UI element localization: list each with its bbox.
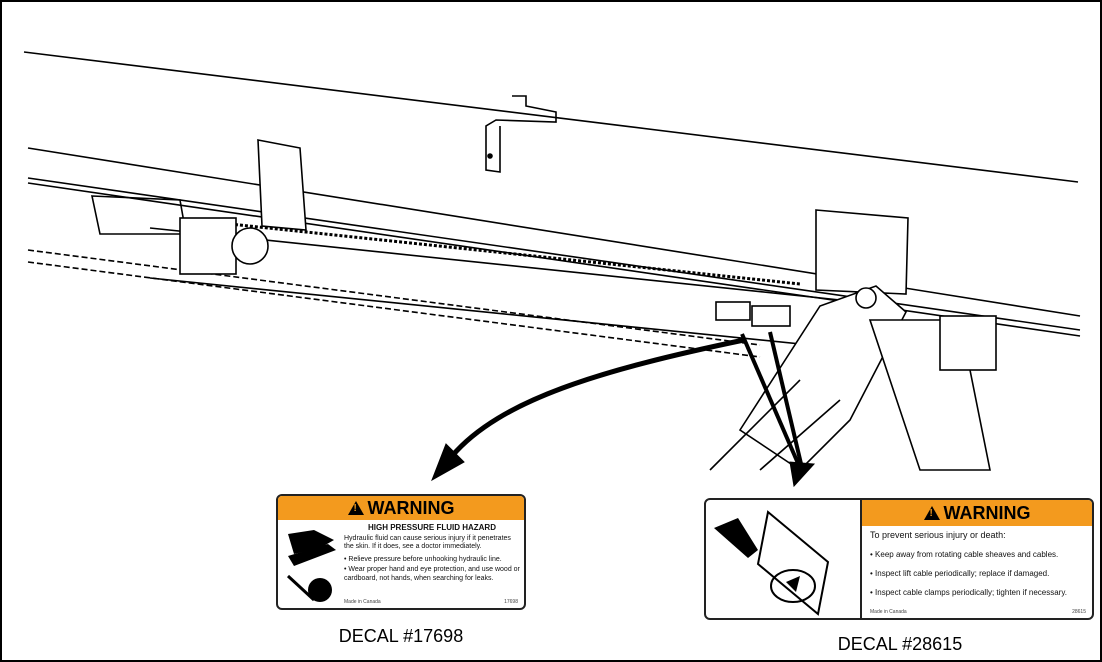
- arrow-line-b: [768, 331, 804, 469]
- decal-28615-number: 28615: [1072, 609, 1086, 615]
- decal-28615-bullet-3: • Inspect cable clamps periodically; tig…: [870, 588, 1067, 597]
- arm-pivot-bolt: [855, 287, 877, 309]
- support-line-2: [759, 399, 841, 471]
- warning-triangle-icon: [923, 506, 940, 520]
- left-clip: [257, 139, 307, 231]
- arrow-line-a: [740, 333, 802, 469]
- chain-line-2: [27, 261, 761, 358]
- decal-17698-body: Hydraulic fluid can cause serious injury…: [344, 534, 511, 551]
- slat-rail: [229, 222, 801, 286]
- left-hub: [231, 227, 269, 265]
- rear-block: [939, 315, 997, 371]
- decal-17698-bullet-1: • Relieve pressure before unhooking hydr…: [344, 555, 502, 563]
- decal-28615-banner: WARNING: [862, 500, 1092, 526]
- warning-triangle-icon: [347, 501, 364, 515]
- decal-17698-caption: DECAL #17698: [338, 626, 464, 646]
- decal-17698-bullet-2: • Wear proper hand and eye protection, a…: [344, 566, 520, 582]
- left-mount: [91, 195, 187, 235]
- arrow-head-right: [789, 461, 816, 488]
- decal-17698-origin: Made in Canada: [344, 599, 381, 605]
- tube-bottom: [149, 277, 841, 349]
- left-bearing-block: [179, 217, 237, 275]
- cable-sheave-icon: [714, 510, 830, 616]
- decal-location-1: [715, 301, 751, 321]
- decal-28615-bullet-2: • Inspect lift cable periodically; repla…: [870, 569, 1050, 578]
- hydraulic-leak-icon: [286, 530, 336, 602]
- right-clip: [815, 209, 909, 295]
- decal-28615: WARNING To prevent serious injury or dea…: [704, 498, 1094, 620]
- decal-17698: WARNING HIGH PRESSURE FLUID HAZARD Hydra…: [276, 494, 526, 610]
- beam-rail-upper: [27, 177, 1081, 331]
- decal-28615-intro: To prevent serious injury or death:: [870, 530, 1006, 540]
- beam-top-edge: [23, 51, 1079, 183]
- decal-17698-number: 17698: [504, 599, 518, 605]
- decal-28615-caption: DECAL #28615: [837, 634, 963, 654]
- decal-location-2: [751, 305, 791, 327]
- chain-line-1: [27, 249, 761, 346]
- arrow-head-left: [431, 443, 465, 482]
- upper-bracket: [485, 95, 557, 173]
- arrow-to-decal-17698: [450, 337, 745, 458]
- decal-17698-banner: WARNING: [278, 496, 524, 520]
- decal-17698-heading: HIGH PRESSURE FLUID HAZARD: [367, 523, 496, 532]
- decal-28615-bullet-1: • Keep away from rotating cable sheaves …: [870, 550, 1059, 559]
- decal-28615-origin: Made in Canada: [870, 609, 907, 615]
